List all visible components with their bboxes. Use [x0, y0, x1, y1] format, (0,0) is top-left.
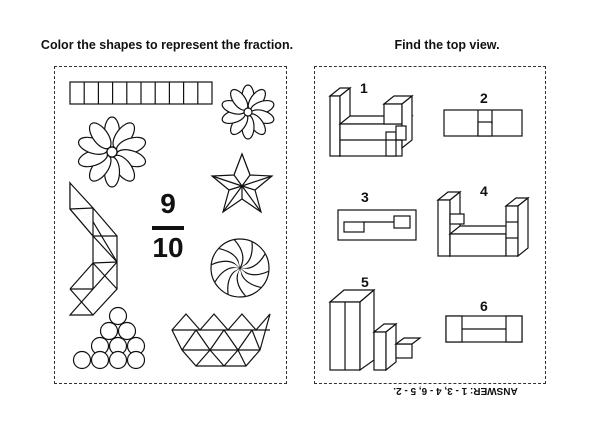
circle-pyramid-10-parts[interactable]: [72, 306, 146, 370]
cube-structure-4[interactable]: [436, 190, 530, 258]
flower-10-petals-small[interactable]: [219, 84, 277, 140]
top-view-6[interactable]: [445, 315, 523, 343]
label-6: 6: [480, 298, 488, 314]
label-2: 2: [480, 90, 488, 106]
cube-structure-1[interactable]: [328, 86, 414, 158]
label-1: 1: [360, 80, 368, 96]
flower-10-petals-large[interactable]: [75, 116, 149, 188]
fraction-denominator: 10: [152, 232, 184, 263]
top-view-2[interactable]: [443, 109, 523, 137]
left-instruction-title: Color the shapes to represent the fracti…: [40, 38, 294, 52]
cube-structure-5[interactable]: [328, 288, 422, 372]
fraction-numerator: 9: [160, 188, 176, 219]
label-4: 4: [480, 183, 488, 199]
swirl-circle-10-parts[interactable]: [210, 238, 270, 298]
upside-down-answer: ANSWER: 1 - 3, 4 - 6, 5 - 2.: [393, 385, 518, 396]
chevron-triangles-10-parts[interactable]: [68, 180, 118, 316]
star-10-parts[interactable]: [210, 152, 274, 214]
fraction-worksheet-panel: [54, 66, 287, 384]
label-5: 5: [361, 274, 369, 290]
top-view-worksheet-panel: [314, 66, 546, 384]
fraction-bar: [152, 226, 184, 230]
rectangle-strip-10-parts[interactable]: [69, 81, 213, 105]
top-view-3[interactable]: [337, 209, 417, 241]
label-3: 3: [361, 189, 369, 205]
right-instruction-title: Find the top view.: [394, 38, 500, 52]
triangle-bowl-10-parts[interactable]: [171, 313, 271, 367]
